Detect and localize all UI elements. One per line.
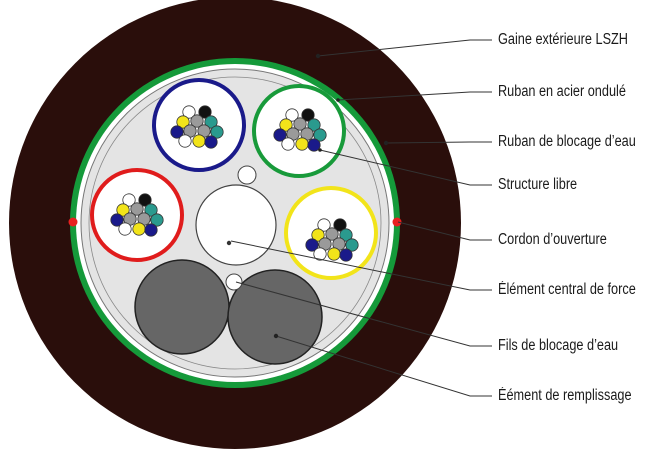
optical-fiber: [325, 227, 339, 241]
label-loose-tube: Structure libre: [498, 176, 578, 193]
label-water-blocking-yarn: Fils de blocage d’eau: [498, 337, 619, 354]
optical-fiber: [305, 238, 319, 252]
loose-tube-green: [252, 84, 346, 178]
central-strength-member: [195, 184, 277, 266]
optical-fiber: [178, 134, 192, 148]
optical-fiber: [307, 118, 321, 132]
optical-fiber: [295, 137, 309, 151]
optical-fiber: [182, 105, 196, 119]
optical-fiber: [170, 125, 184, 139]
optical-fiber: [327, 247, 341, 261]
optical-fiber: [339, 248, 353, 262]
optical-fiber: [293, 117, 307, 131]
label-outer-jacket: Gaine extérieure LSZH: [498, 31, 628, 48]
label-filler: Éément de remplissage: [498, 387, 632, 404]
ripcord-left: [68, 217, 78, 227]
optical-fiber: [273, 128, 287, 142]
filler-element-left: [134, 259, 230, 355]
optical-fiber: [198, 105, 212, 119]
optical-fiber: [118, 222, 132, 236]
optical-fiber: [192, 134, 206, 148]
optical-fiber: [150, 213, 164, 227]
optical-fiber: [301, 108, 315, 122]
filler-element-right: [227, 269, 323, 365]
optical-fiber: [122, 193, 136, 207]
label-water-blocking-tape: Ruban de blocage d’eau: [498, 133, 636, 150]
optical-fiber: [313, 128, 327, 142]
optical-fiber: [116, 203, 130, 217]
ripcord-right: [392, 217, 402, 227]
loose-tube-red: [90, 168, 184, 262]
optical-fiber: [138, 193, 152, 207]
leader-dots: [273, 53, 389, 339]
optical-fiber: [311, 228, 325, 242]
label-ripcord: Cordon d’ouverture: [498, 231, 607, 248]
optical-fiber: [132, 222, 146, 236]
optical-fiber: [279, 118, 293, 132]
optical-fiber: [345, 238, 359, 252]
optical-fiber: [204, 135, 218, 149]
optical-fiber: [144, 223, 158, 237]
optical-fiber: [333, 218, 347, 232]
optical-fiber: [281, 137, 295, 151]
optical-fiber: [313, 247, 327, 261]
optical-fiber: [130, 202, 144, 216]
label-strength-member: Élément central de force: [498, 281, 636, 298]
leader-lines: [230, 39, 492, 397]
central-strength-dot: [226, 240, 232, 246]
label-armor-tape: Ruban en acier ondulé: [498, 83, 626, 100]
optical-fiber: [204, 115, 218, 129]
loose-tube-yellow: [284, 186, 378, 280]
optical-fiber: [210, 125, 224, 139]
optical-fiber: [190, 114, 204, 128]
optical-fiber: [339, 228, 353, 242]
optical-fiber: [285, 108, 299, 122]
optical-fiber: [110, 213, 124, 227]
loose-tube-blue: [152, 78, 246, 172]
water-yarn-upper: [237, 165, 257, 185]
core-inner-boundary: [88, 76, 382, 370]
optical-fiber: [307, 138, 321, 152]
optical-fiber: [144, 203, 158, 217]
optical-fiber: [176, 115, 190, 129]
water-yarn-lower: [225, 273, 243, 291]
optical-fiber: [317, 218, 331, 232]
